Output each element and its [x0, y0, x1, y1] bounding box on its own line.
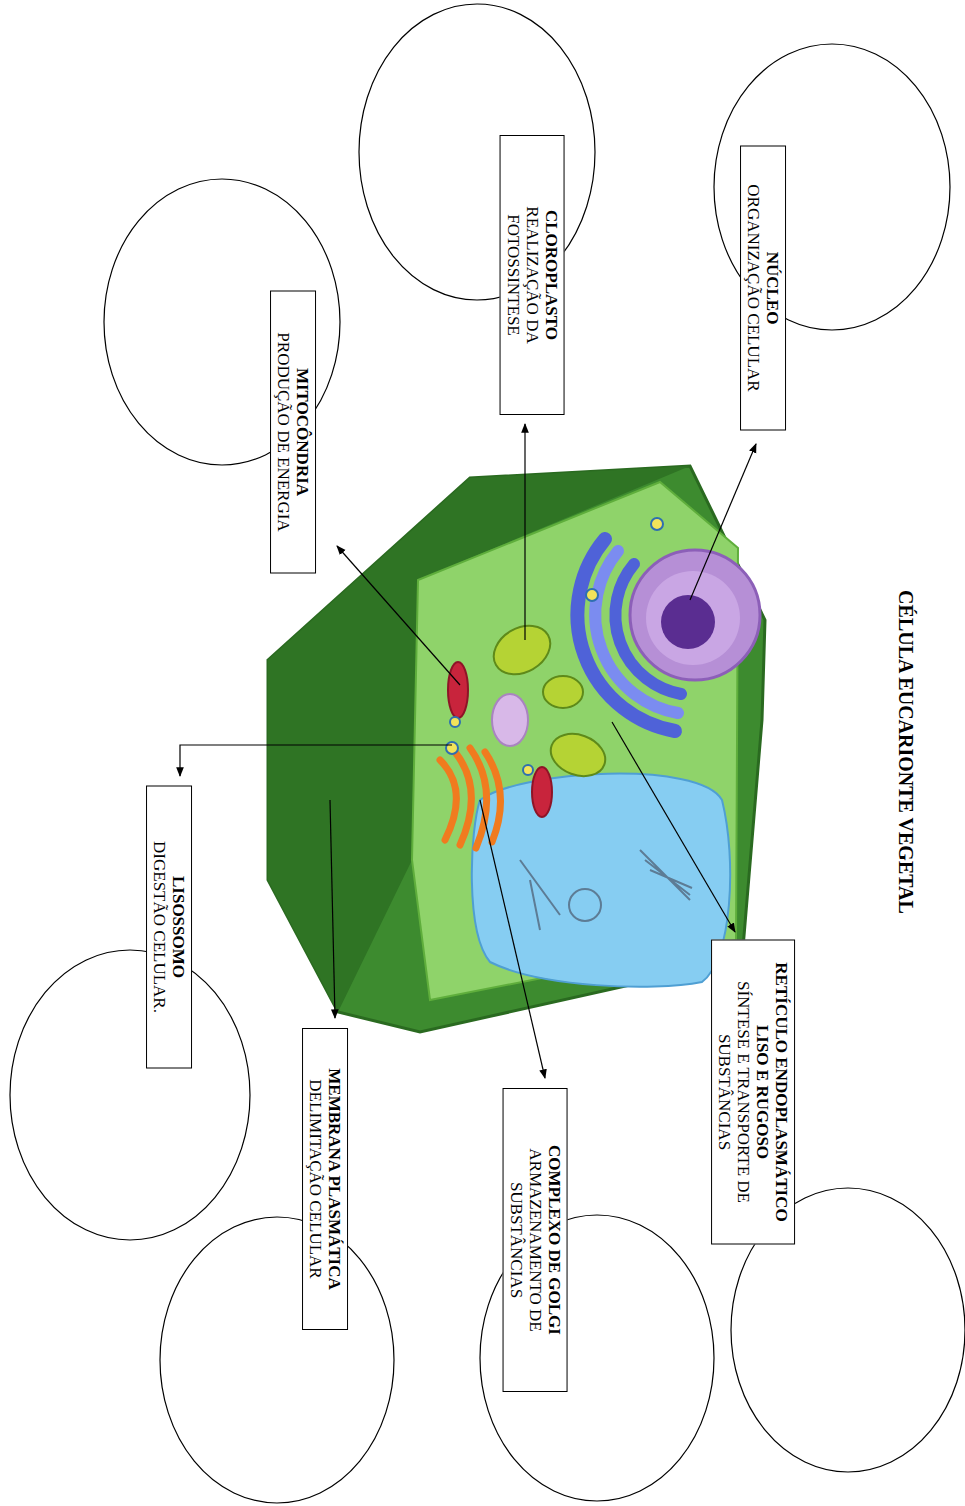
organelle-name: LISOSSOMO [169, 795, 188, 1060]
label-box: MEMBRANA PLASMÁTICADELIMITAÇÃO CELULAR [302, 1028, 348, 1330]
organelle-function: PRODUÇÃO DE ENERGIA [274, 300, 293, 565]
leader-arrows [180, 424, 756, 1078]
organelle-function: SÍNTESE E TRANSPORTE DE SUBSTÂNCIAS [715, 949, 753, 1236]
peroxisome [492, 694, 528, 746]
cell-wall [268, 466, 765, 1032]
vacuole [472, 774, 730, 987]
answer-circle [10, 950, 250, 1240]
nucleoplasm [646, 571, 740, 665]
nucleus [630, 550, 760, 680]
organelle-name: NÚCLEO [763, 155, 782, 422]
label-box: LISOSSOMODIGESTÃO CELULAR. [146, 786, 192, 1069]
nucleolus [661, 595, 715, 649]
answer-circles [10, 4, 965, 1503]
label-box: RETÍCULO ENDOPLASMÁTICO LISO E RUGOSOSÍN… [711, 940, 795, 1245]
organelle-function: REALIZAÇÃO DA FOTOSSINTESE [503, 144, 541, 406]
organelle-function: ORGANIZAÇÃO CELULAR [744, 155, 763, 422]
organelle-function: DELIMITAÇÃO CELULAR [306, 1037, 325, 1321]
label-box: CLOROPLASTOREALIZAÇÃO DA FOTOSSINTESE [499, 135, 564, 415]
label-box: NÚCLEOORGANIZAÇÃO CELULAR [740, 146, 786, 431]
organelle-name: CLOROPLASTO [542, 144, 561, 406]
chloroplasts [485, 616, 611, 783]
organelle-name: MITOCÔNDRIA [293, 300, 312, 565]
vacuole-crystals [520, 850, 692, 930]
label-box: COMPLEXO DE GOLGIARMAZENAMENTO DE SUBSTÂ… [502, 1088, 567, 1392]
label-box: MITOCÔNDRIAPRODUÇÃO DE ENERGIA [270, 291, 316, 574]
golgi-apparatus [440, 748, 501, 848]
organelle-name: RETÍCULO ENDOPLASMÁTICO LISO E RUGOSO [753, 949, 791, 1236]
organelle-name: COMPLEXO DE GOLGI [545, 1097, 564, 1383]
organelle-function: ARMAZENAMENTO DE SUBSTÂNCIAS [506, 1097, 544, 1383]
organelle-function: DIGESTÃO CELULAR. [150, 795, 169, 1060]
answer-circle [160, 1217, 394, 1503]
diagram-title: CÉLULA EUCARIONTE VEGETAL [894, 590, 917, 914]
vesicles [446, 518, 663, 775]
organelle-name: MEMBRANA PLASMÁTICA [325, 1037, 344, 1321]
